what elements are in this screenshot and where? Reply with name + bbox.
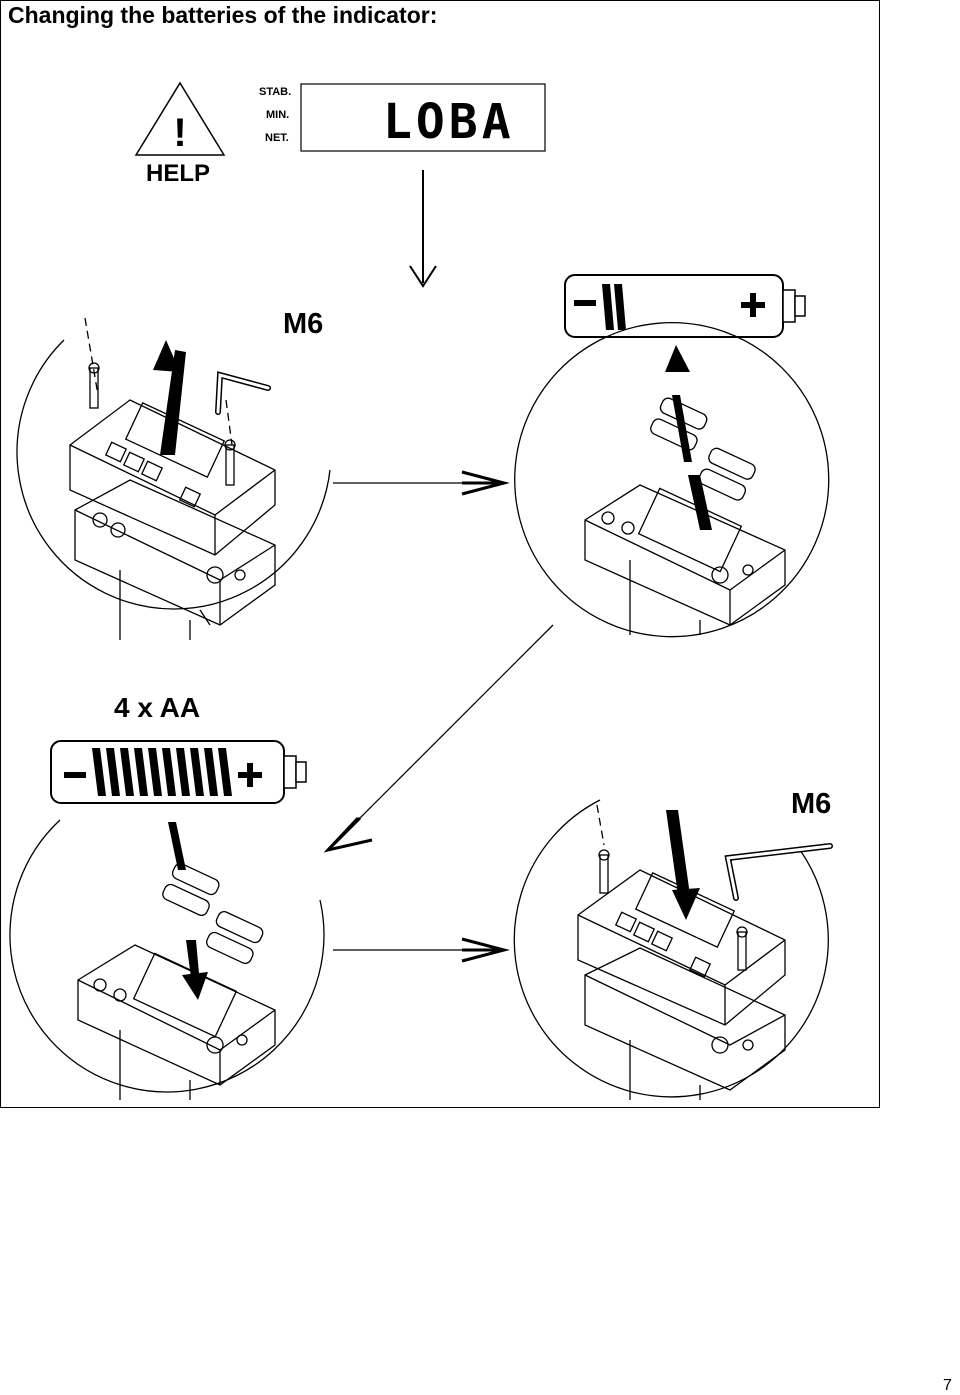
- help-label: HELP: [146, 160, 211, 187]
- warning-exclamation: !: [173, 111, 186, 155]
- net-indicator: NET.: [265, 132, 289, 144]
- step-circle-replace-batteries: [514, 322, 830, 638]
- page-title: Changing the batteries of the indicator:: [8, 2, 438, 28]
- lcd-display: LOBA: [300, 83, 546, 152]
- full-battery-icon: [50, 740, 307, 804]
- flow-arrow-right-top: [333, 470, 510, 496]
- stab-indicator: STAB.: [259, 86, 292, 98]
- flow-arrow-right-bottom: [333, 937, 510, 963]
- low-battery-icon: [564, 274, 806, 338]
- flow-arrow-diagonal: [323, 624, 554, 853]
- instruction-panel: [0, 0, 880, 1108]
- step-circle-insert-batteries: [9, 819, 325, 1100]
- warning-triangle-icon: !: [134, 81, 226, 156]
- screw-size-label-remove: M6: [283, 308, 324, 340]
- min-indicator: MIN.: [266, 109, 290, 121]
- step-circle-refit-cover: [513, 799, 833, 1100]
- battery-spec-label: 4 x AA: [114, 692, 201, 723]
- lcd-readout: LOBA: [383, 94, 515, 150]
- step-circle-remove-cover: [16, 317, 331, 640]
- down-arrow-icon: [409, 170, 437, 288]
- page-number: 7: [943, 1377, 952, 1394]
- screw-size-label-refit: M6: [791, 788, 832, 820]
